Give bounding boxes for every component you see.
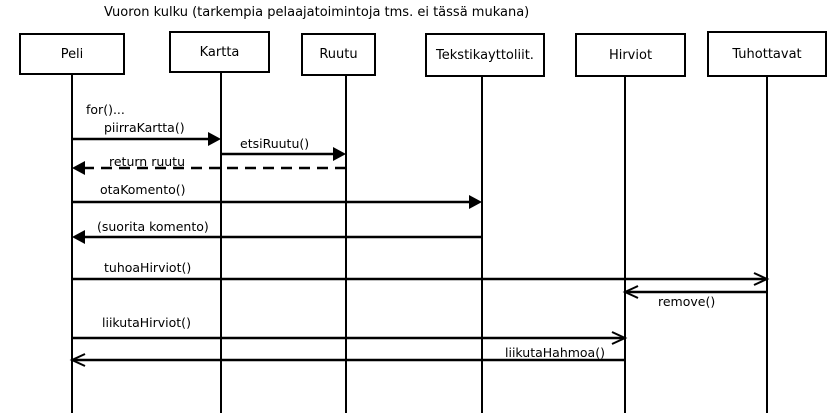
message-arrowhead-return-ruutu (72, 161, 85, 175)
message-label-tuhoahirviot: tuhoaHirviot() (104, 260, 192, 275)
actor-tuhottavat: Tuhottavat (707, 31, 827, 77)
actor-label: Kartta (199, 44, 240, 60)
actor-peli: Peli (19, 33, 125, 75)
message-arrowhead-etsiruutu (333, 147, 346, 161)
actor-label: Ruutu (319, 47, 358, 62)
message-arrowhead-liikutahahmoa (69, 353, 86, 367)
actor-label: Tekstikayttoliit. (436, 47, 534, 63)
message-arrowhead-liikutahirviot (611, 331, 628, 345)
message-arrowhead-piirrakartta (208, 132, 221, 146)
message-arrowhead-otakomento (469, 195, 482, 209)
actor-label: Tuhottavat (732, 46, 802, 62)
message-label-return-ruutu: return ruutu (109, 154, 186, 169)
message-label-suorita-komento: (suorita komento) (97, 219, 209, 234)
loop-note: for()... (86, 102, 125, 117)
actor-hirviot: Hirviot (575, 33, 686, 77)
message-label-liikutahahmoa: liikutaHahmoa() (505, 345, 605, 360)
message-label-liikutahirviot: liikutaHirviot() (102, 315, 191, 330)
message-arrowhead-suorita-komento (72, 230, 85, 244)
message-label-otakomento: otaKomento() (100, 182, 186, 197)
message-label-piirrakartta: piirraKartta() (104, 120, 185, 135)
actor-ruutu: Ruutu (301, 33, 376, 76)
actor-label: Peli (60, 46, 84, 62)
message-label-remove: remove() (658, 294, 716, 309)
message-label-etsiruutu: etsiRuutu() (240, 136, 310, 151)
message-arrowhead-remove (622, 285, 639, 299)
actor-label: Hirviot (608, 47, 653, 63)
actor-kartta: Kartta (169, 31, 270, 73)
diagram-title: Vuoron kulku (tarkempia pelaajatoimintoj… (104, 5, 530, 20)
message-arrowhead-tuhoahirviot (753, 272, 770, 286)
actor-tekstikayttoliittyma: Tekstikayttoliit. (425, 33, 545, 77)
